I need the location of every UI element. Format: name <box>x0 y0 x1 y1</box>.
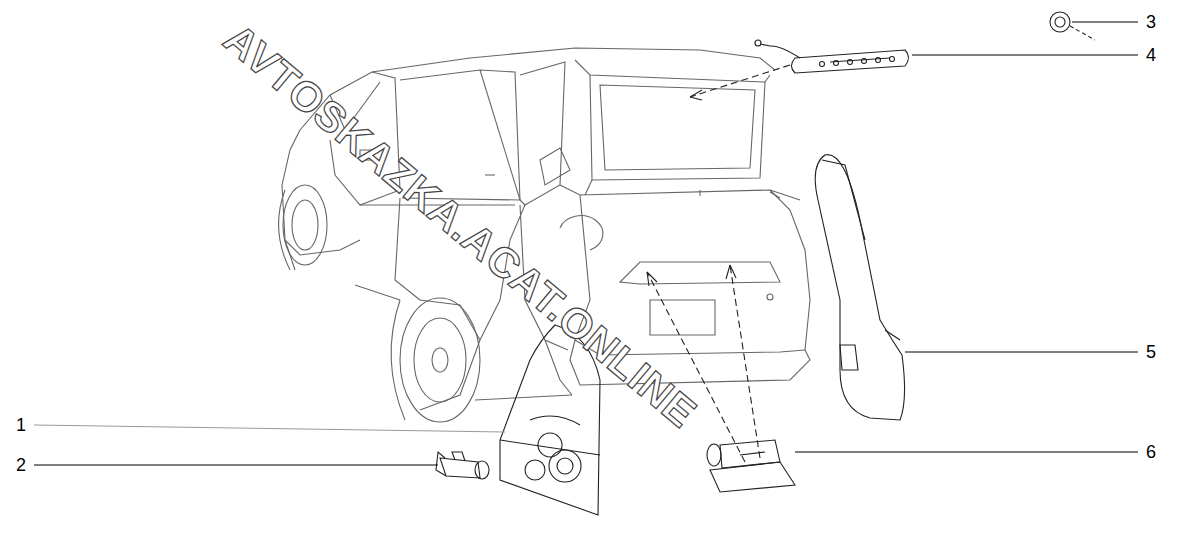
grommet <box>1050 12 1095 40</box>
callout-number: 2 <box>16 455 26 475</box>
car-body <box>282 48 810 410</box>
callout-number: 5 <box>1146 342 1156 362</box>
callout-number: 1 <box>16 415 26 435</box>
tail-lamp-right <box>815 155 904 420</box>
callout-number: 3 <box>1146 12 1156 32</box>
lamp-socket <box>436 452 489 479</box>
high-stop-lamp <box>690 40 909 100</box>
callout-number: 4 <box>1146 45 1156 65</box>
leader-lines <box>34 22 1138 465</box>
watermark: AVTOSKAZKA.ACAT.ONLINE <box>215 15 705 436</box>
callout-number: 6 <box>1146 442 1156 462</box>
